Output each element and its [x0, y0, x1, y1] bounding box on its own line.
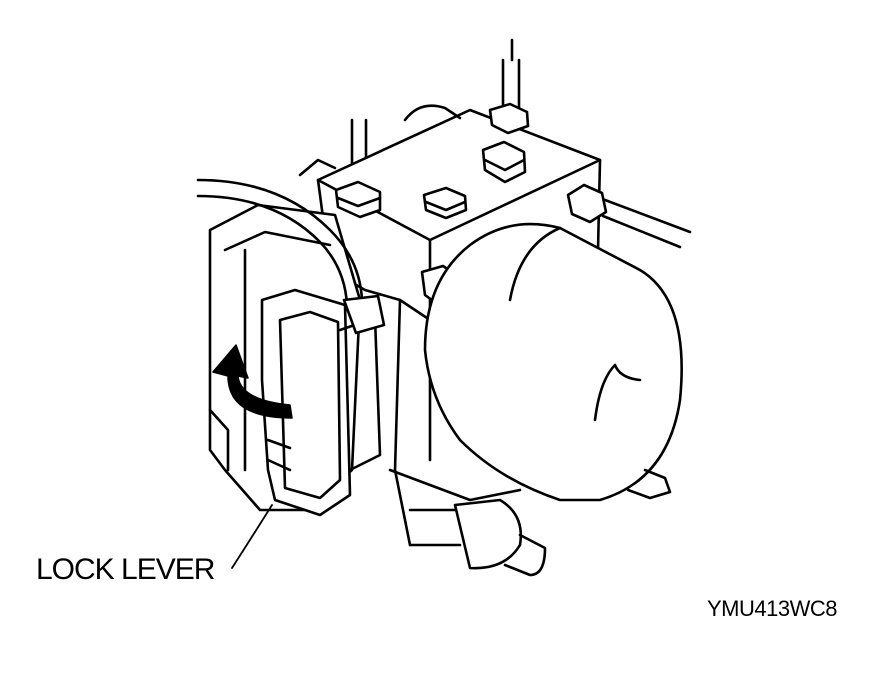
- pump-motor: [423, 222, 683, 502]
- figure-code: YMU413WC8: [707, 596, 837, 621]
- lock-lever-leader-line: [231, 504, 273, 569]
- union-nuts: [334, 102, 608, 308]
- outlet-fitting: [408, 498, 547, 577]
- lock-lever-label: LOCK LEVER: [36, 553, 215, 586]
- wire-harness: [196, 178, 386, 335]
- curved-arrow-icon: [212, 344, 293, 419]
